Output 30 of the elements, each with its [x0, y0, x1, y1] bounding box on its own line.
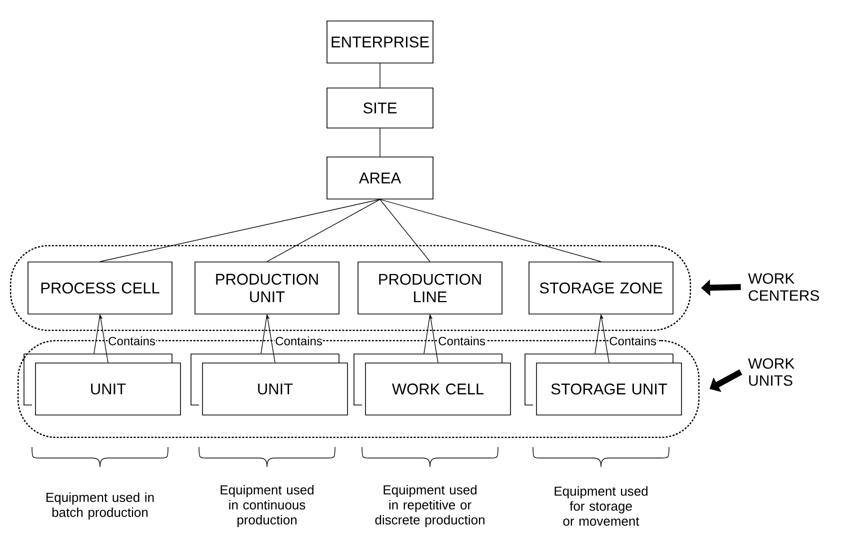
level-box: PROCESS CELL: [28, 262, 172, 314]
group-label: WORK UNITS: [748, 358, 794, 386]
caption-text: Equipment used in repetitive or discrete production: [375, 484, 484, 528]
edge-label: Contains: [276, 336, 322, 346]
group-label: WORK CENTERS: [748, 273, 819, 301]
connector-line: [380, 199, 430, 262]
level-box: UNIT: [35, 362, 181, 416]
level-box: PRODUCTION LINE: [358, 262, 502, 314]
caption-text: Equipment used for storage or movement: [554, 486, 648, 526]
connector-line: [380, 199, 602, 262]
level-box: AREA: [326, 156, 434, 200]
edge-label: Contains: [438, 336, 486, 346]
connector-line: [594, 314, 610, 363]
arrow: [710, 369, 742, 392]
edge-label: Contains: [610, 336, 656, 346]
connector-line: [260, 314, 276, 363]
level-box: PRODUCTION UNIT: [194, 262, 340, 314]
connector-line: [94, 314, 108, 363]
caption-text: Equipment used in batch production: [46, 492, 154, 520]
connector-line: [424, 314, 438, 363]
level-box: STORAGE UNIT: [536, 362, 682, 416]
level-box: UNIT: [202, 362, 348, 416]
edge-label: Contains: [108, 336, 156, 346]
level-box: STORAGE ZONE: [528, 262, 674, 314]
dashed-group: [10, 244, 692, 332]
level-box: ENTERPRISE: [326, 20, 434, 64]
level-box: SITE: [326, 88, 434, 128]
caption-text: Equipment used in continuous production: [220, 484, 314, 528]
level-box: WORK CELL: [365, 362, 511, 416]
connector-line: [100, 199, 380, 262]
